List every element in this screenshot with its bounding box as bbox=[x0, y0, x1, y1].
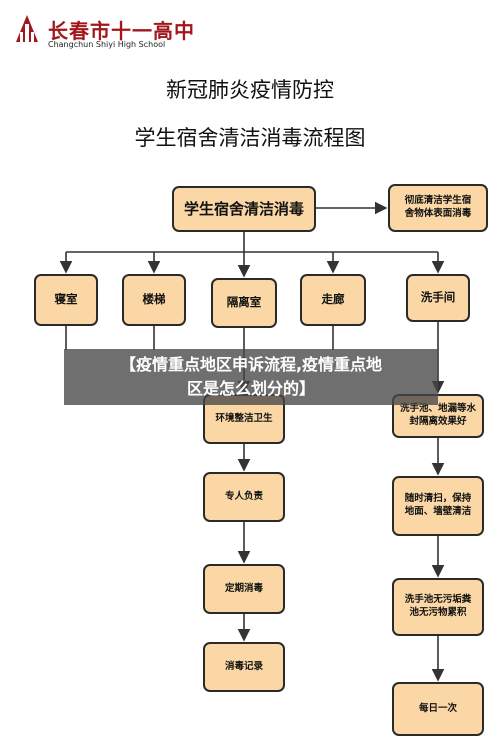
school-logo: 长春市十一高中 Changchun Shiyi High School bbox=[14, 14, 194, 54]
node-no-dirt: 洗手池无污垢粪池无污物累积 bbox=[392, 578, 484, 636]
page-title-line1: 新冠肺炎疫情防控 bbox=[166, 78, 334, 102]
banner-line1: 【疫情重点地区申诉流程,疫情重点地 bbox=[119, 355, 383, 374]
node-regular: 定期消毒 bbox=[203, 564, 285, 614]
node-wash-effect: 洗手池、地漏等水封隔离效果好 bbox=[392, 394, 484, 438]
overlay-banner[interactable]: 【疫情重点地区申诉流程,疫情重点地 区是怎么划分的】 bbox=[64, 349, 438, 405]
node-side: 彻底清洁学生宿舍物体表面消毒 bbox=[388, 184, 488, 232]
page-title-line2: 学生宿舍清洁消毒流程图 bbox=[134, 126, 366, 150]
school-emblem-icon bbox=[16, 15, 38, 42]
node-isolation: 隔离室 bbox=[211, 278, 277, 328]
node-record: 消毒记录 bbox=[203, 642, 285, 692]
node-main: 学生宿舍清洁消毒 bbox=[172, 186, 316, 232]
node-assign: 专人负责 bbox=[203, 472, 285, 522]
node-washroom: 洗手间 bbox=[406, 274, 470, 322]
school-name-en: Changchun Shiyi High School bbox=[48, 40, 166, 49]
banner-line2: 区是怎么划分的】 bbox=[186, 379, 315, 398]
node-daily: 每日一次 bbox=[392, 682, 484, 736]
node-corridor: 走廊 bbox=[300, 274, 366, 326]
node-stairs: 楼梯 bbox=[122, 274, 186, 326]
node-clean-walls: 随时清扫，保持地面、墙壁清洁 bbox=[392, 476, 484, 536]
node-dorm: 寝室 bbox=[34, 274, 98, 326]
school-name-cn: 长春市十一高中 bbox=[48, 19, 195, 43]
